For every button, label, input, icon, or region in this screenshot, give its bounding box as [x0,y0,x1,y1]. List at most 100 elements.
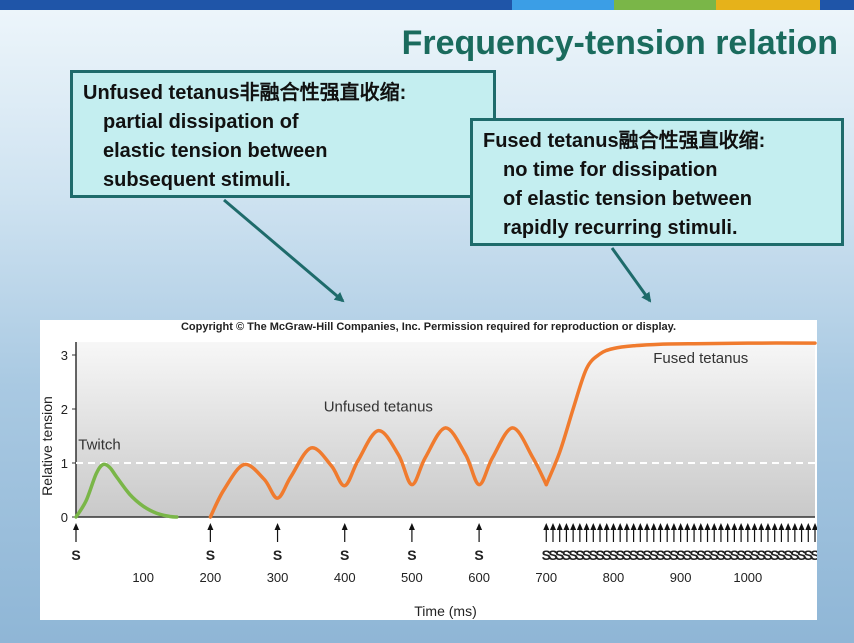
stimulus-label: S [703,547,712,563]
callout-unfused-line-1: partial dissipation of [103,111,299,133]
x-axis-label: Time (ms) [414,603,476,619]
stimulus-arrowhead [758,523,765,530]
stimulus-arrowhead [207,523,214,530]
stimulus-arrowhead [341,523,348,530]
stimulus-label: S [273,547,282,563]
copyright-notice: Copyright © The McGraw-Hill Companies, I… [180,321,677,333]
stimulus-label: S [649,547,658,563]
callout-fused-line-2: of elastic tension between [503,188,752,210]
y-tick-label: 1 [61,456,68,471]
stimulus-label: S [716,547,725,563]
stimulus-arrowhead [274,523,281,530]
stimulus-arrowhead [543,523,550,530]
stimulus-label: S [743,547,752,563]
stimulus-arrowhead [744,523,751,530]
stimulus-label: S [757,547,766,563]
stimulus-label: S [562,547,571,563]
tension-figure: Copyright © The McGraw-Hill Companies, I… [40,320,817,620]
x-tick-label: 100 [132,570,154,585]
stimulus-arrowhead [771,523,778,530]
stimulus-arrowhead [597,523,604,530]
stimulus-arrowhead [791,523,798,530]
stimulus-label: S [790,547,799,563]
stimulus-label: S [656,547,665,563]
stimulus-arrowhead [576,523,583,530]
x-tick-label: 900 [670,570,692,585]
stimulus-arrowhead [684,523,691,530]
stimulus-arrowhead [798,523,805,530]
x-tick-label: 300 [267,570,289,585]
stimulus-label: S [636,547,645,563]
stimulus-label: S [797,547,806,563]
stimulus-arrowhead [697,523,704,530]
top-bar-segment-navy [820,0,854,10]
stimulus-arrowhead [73,523,79,530]
top-bar-segment-blue [0,0,512,10]
y-tick-label: 0 [61,510,68,525]
stimulus-arrowhead [724,523,731,530]
stimulus-label: S [622,547,631,563]
stimulus-arrowhead [664,523,671,530]
stimulus-arrowhead [677,523,684,530]
y-tick-label: 3 [61,348,68,363]
annotation-fused-tetanus: Fused tetanus [653,350,748,367]
stimulus-label: S [407,547,416,563]
stimulus-arrowhead [764,523,771,530]
stimulus-label: S [474,547,483,563]
stimulus-label: S [589,547,598,563]
stimulus-arrowhead [691,523,698,530]
slide-title: Frequency-tension relation [401,24,838,62]
stimulus-arrowhead [731,523,738,530]
stimulus-arrowhead [711,523,718,530]
stimulus-arrowhead [476,523,483,530]
y-axis-label: Relative tension [40,396,55,496]
stimulus-label: S [736,547,745,563]
stimulus-arrowhead [650,523,657,530]
stimulus-arrowhead [704,523,711,530]
stimulus-arrowhead [805,523,812,530]
top-bar-segment-green [614,0,716,10]
stimulus-label: S [206,547,215,563]
stimulus-arrowhead [644,523,651,530]
stimulus-arrowhead [637,523,644,530]
x-tick-label: 200 [200,570,222,585]
stimulus-arrowhead [590,523,597,530]
callout-unfused-line-2: elastic tension between [103,140,328,162]
stimulus-label: S [676,547,685,563]
callout-fused-line-3: rapidly recurring stimuli. [503,217,738,239]
stimulus-arrowhead [657,523,664,530]
stimulus-arrowhead [623,523,630,530]
stimulus-arrowhead [583,523,590,530]
arrow-to-fused [610,247,652,303]
x-tick-label: 800 [603,570,625,585]
callout-unfused-tetanus: Unfused tetanus非融合性强直收缩: partial dissipa… [70,70,496,198]
callout-fused-heading: Fused tetanus融合性强直收缩: [483,130,766,152]
top-bar-segment-lightblue [512,0,614,10]
x-tick-label: 400 [334,570,356,585]
stimulus-label: S [582,547,591,563]
stimulus-label: S [609,547,618,563]
x-tick-label: 700 [535,570,557,585]
stimulus-label: S [683,547,692,563]
stimulus-arrowhead [670,523,677,530]
callout-fused-tetanus: Fused tetanus融合性强直收缩: no time for dissip… [470,118,844,246]
callout-unfused-heading: Unfused tetanus非融合性强直收缩: [83,82,407,104]
stimulus-arrowhead [570,523,577,530]
annotation-unfused-tetanus: Unfused tetanus [324,399,433,416]
stimulus-label: S [770,547,779,563]
annotation-twitch: Twitch [78,437,121,454]
stimulus-arrowhead [563,523,570,530]
stimulus-label: S [595,547,604,563]
stimulus-arrowhead [549,523,556,530]
stimulus-label: S [548,547,557,563]
stimulus-arrowhead [812,523,817,530]
stimulus-label: S [568,547,577,563]
series-line-twitch [74,462,179,519]
stimulus-label: S [542,547,551,563]
top-bar-segment-yellow [716,0,820,10]
stimulus-label: S [689,547,698,563]
stimulus-label: S [777,547,786,563]
stimulus-label: S [555,547,564,563]
